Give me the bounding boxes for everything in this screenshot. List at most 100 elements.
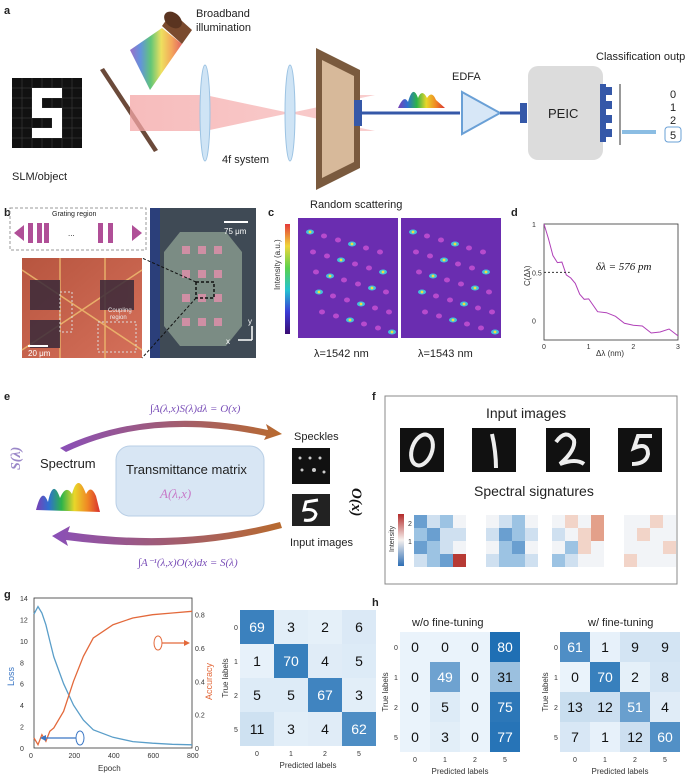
cm-cell	[650, 662, 680, 692]
cm-xtick: 0	[255, 751, 259, 758]
g-loss-tick: 10	[20, 639, 28, 646]
signature-cell	[591, 515, 604, 528]
intensity-label: Intensity (a.u.)	[273, 239, 282, 290]
cm-cell	[240, 644, 274, 678]
equation-top: ∫A(λ,x)S(λ)dλ = O(x)	[149, 403, 241, 415]
output-2: 2	[670, 115, 676, 127]
cm-ylabel: True labels	[381, 672, 390, 711]
cm-cell	[590, 692, 620, 722]
signature-cell	[440, 528, 453, 541]
signature-cell	[578, 541, 591, 554]
speckle-core	[493, 330, 497, 334]
cm-value: 9	[661, 639, 669, 655]
signature-cell	[427, 528, 440, 541]
cm-cell	[400, 662, 430, 692]
speckle-core	[317, 290, 321, 294]
cm-cell	[460, 722, 490, 752]
cm-cell	[400, 692, 430, 722]
speckle-spot	[355, 281, 361, 287]
classification-label: Classification output	[596, 51, 685, 63]
peic-label: PEIC	[548, 106, 578, 121]
peic-chip	[528, 66, 603, 160]
signature-cell	[486, 515, 499, 528]
signature-cell	[427, 554, 440, 567]
correlation-line	[543, 223, 679, 337]
signature-cell	[486, 541, 499, 554]
signature-cell	[565, 515, 578, 528]
speckle-spot	[438, 237, 444, 243]
cm-cell	[274, 712, 308, 746]
speckle-spot	[330, 293, 336, 299]
g-acc-tick: 0.4	[195, 679, 205, 686]
mnist-images	[400, 428, 662, 472]
speckle-spot	[475, 305, 481, 311]
panel-b: b Grating region ... Coupling region	[4, 207, 256, 359]
cm-cell	[430, 692, 460, 722]
cm-cell	[400, 722, 430, 752]
broadband-label-1: Broadband	[196, 8, 250, 20]
signature-cell	[440, 515, 453, 528]
cm-value: 80	[497, 639, 513, 655]
speckle-spot	[310, 249, 316, 255]
speckle-spot	[469, 265, 475, 271]
output-1: 1	[670, 102, 676, 114]
g-loss-tick: 4	[20, 703, 24, 710]
speckle-spot	[375, 325, 381, 331]
signature-cell	[414, 541, 427, 554]
forward-arrow	[60, 420, 282, 452]
cm-ytick: 5	[234, 727, 238, 734]
speckle-spot	[427, 253, 433, 259]
cm-cell	[308, 610, 342, 644]
signature-cell	[578, 554, 591, 567]
speckle-spot	[366, 265, 372, 271]
cm-value: 75	[497, 699, 513, 715]
cm-xtick: 1	[443, 757, 447, 764]
signature-cell	[499, 528, 512, 541]
speckle-core	[328, 274, 332, 278]
cm-value: 1	[253, 653, 261, 669]
cm-cell	[240, 678, 274, 712]
speckle-spot	[319, 309, 325, 315]
cm-cell	[560, 662, 590, 692]
cm-ytick: 0	[394, 645, 398, 652]
cm-cell	[460, 632, 490, 662]
signature-cell	[624, 541, 637, 554]
cm-value: 4	[661, 699, 669, 715]
cm-cell	[590, 722, 620, 752]
speckle-core	[451, 318, 455, 322]
signature-cell	[414, 528, 427, 541]
speckle-spot	[480, 249, 486, 255]
cm-cell	[430, 662, 460, 692]
signature-cell	[637, 528, 650, 541]
f-tick-2: 2	[408, 521, 412, 528]
signature-cell	[552, 515, 565, 528]
cm-xtick: 5	[503, 757, 507, 764]
cm-value: 2	[631, 669, 639, 685]
speckle-core	[359, 302, 363, 306]
spectrum-label: Spectrum	[40, 456, 96, 471]
a-lambda-x: A(λ,x)	[159, 486, 191, 501]
cm-xlabel: Predicted labels	[280, 761, 337, 770]
grating-ellipsis: ...	[68, 229, 75, 238]
g-loss-tick: 12	[20, 617, 28, 624]
spectral-signatures-title: Spectral signatures	[474, 483, 594, 499]
speckle-core	[370, 286, 374, 290]
grating-pattern	[14, 223, 142, 243]
loss-axis-label: Loss	[6, 666, 16, 686]
cm-value: 5	[441, 699, 449, 715]
speckle-core	[462, 302, 466, 306]
cm-cell	[308, 712, 342, 746]
slm-label: SLM/object	[12, 171, 67, 183]
cm-cell	[650, 722, 680, 752]
signature-cell	[565, 541, 578, 554]
speckle-spot	[413, 249, 419, 255]
speckle-spot	[377, 249, 383, 255]
g-xtick: 600	[148, 753, 160, 760]
cm-value: 0	[471, 669, 479, 685]
cm-xtick: 2	[473, 757, 477, 764]
panel-c: c Intensity (a.u.) λ=1542 nm λ=1543 nm	[268, 207, 501, 360]
cm-xlabel: Predicted labels	[592, 767, 649, 776]
speckle-core	[442, 258, 446, 262]
signature-cell	[650, 541, 663, 554]
cm-cell	[560, 632, 590, 662]
